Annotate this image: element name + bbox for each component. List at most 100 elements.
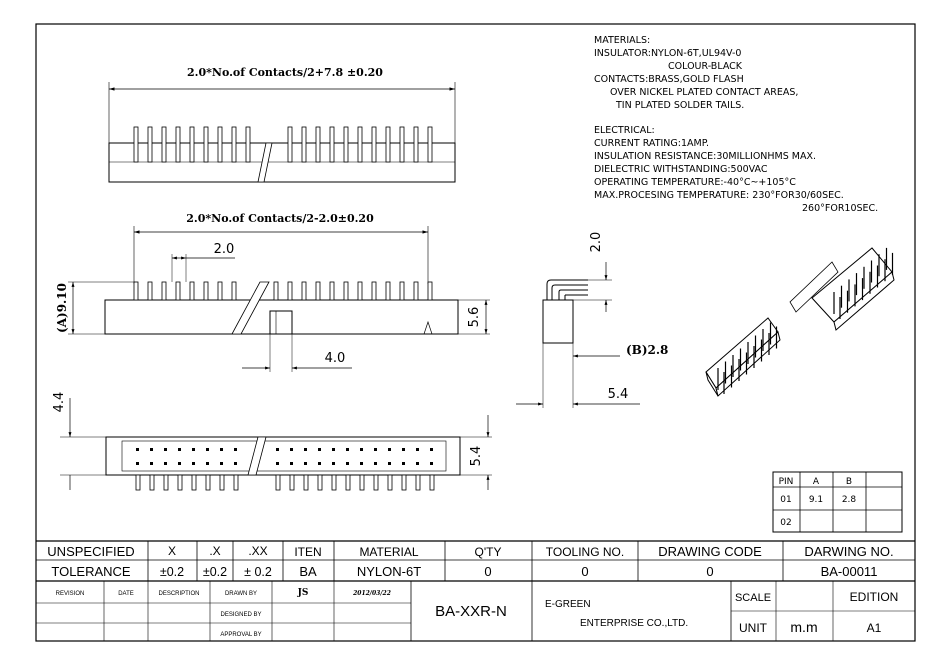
pin [427, 281, 433, 301]
electrical-line-1: CURRENT RATING:1AMP. [594, 138, 709, 149]
contact-dot [388, 448, 391, 451]
contact-dot [220, 448, 223, 451]
pin-table-header-pin: PIN [779, 477, 794, 487]
pin [189, 126, 195, 163]
pin [189, 281, 195, 301]
contact-dot [136, 462, 139, 465]
electrical-line-4: OPERATING TEMPERATURE:-40°C~+105°C [594, 177, 796, 188]
pin [289, 474, 295, 491]
contact-dot [164, 448, 167, 451]
company-name-1: E-GREEN [545, 599, 591, 610]
date-label: DATE [118, 591, 134, 597]
title-block-text: UNSPECIFIED TOLERANCE X .X .XX ±0.2 ±0.2… [47, 544, 898, 638]
pin [133, 281, 139, 301]
front-overall-dim: 2.0*No.of Contacts/2-2.0±0.20 [186, 212, 374, 225]
tooling-value: 0 [581, 564, 588, 579]
pin [385, 281, 391, 301]
dx-head: .X [209, 544, 220, 558]
side-view: 2.0 (B)2.8 5.4 [516, 232, 668, 408]
contact-dot [150, 448, 153, 451]
sheet-border [35, 23, 916, 642]
edition-label: EDITION [850, 590, 899, 604]
contact-dot [220, 462, 223, 465]
contact-dot [416, 462, 419, 465]
contact-dot [332, 462, 335, 465]
electrical-notes: ELECTRICAL: CURRENT RATING:1AMP. INSULAT… [594, 125, 878, 214]
pitch-dim: 2.0 [214, 242, 235, 257]
contact-dot [164, 462, 167, 465]
pin [301, 126, 307, 163]
pin [329, 126, 335, 163]
contact-dot [374, 462, 377, 465]
contact-dot [318, 462, 321, 465]
electrical-line-2: INSULATION RESISTANCE:30MILLIONHMS MAX. [594, 151, 816, 162]
tooling-head: TOOLING NO. [546, 545, 624, 559]
pin [175, 281, 181, 301]
pin [161, 281, 167, 301]
contact-dot [206, 462, 209, 465]
drawing-code-value: 0 [706, 564, 713, 579]
pin [399, 126, 405, 163]
pin-table-cell: 9.1 [809, 495, 823, 505]
contact-dot [206, 448, 209, 451]
top-view-pins [133, 126, 433, 163]
pin [345, 474, 351, 491]
contact-dot [290, 448, 293, 451]
material-value: NYLON-6T [357, 564, 421, 579]
electrical-line-6: 260°FOR10SEC. [802, 203, 878, 214]
dx-tolerance: ±0.2 [203, 565, 227, 579]
pin [161, 126, 167, 163]
description-label: DESCRIPTION [158, 591, 199, 597]
materials-line-4: OVER NICKEL PLATED CONTACT AREAS, [610, 87, 798, 98]
bottom-height-dim: 5.4 [469, 446, 484, 467]
pin [343, 126, 349, 163]
title-block [36, 540, 915, 641]
pin [149, 474, 155, 491]
contact-dot [388, 462, 391, 465]
materials-notes: MATERIALS: INSULATOR:NYLON-6T,UL94V-0 CO… [594, 35, 798, 111]
pin [371, 126, 377, 163]
pin-table: PIN A B 01 9.1 2.8 02 [772, 471, 903, 533]
pin [401, 474, 407, 491]
contact-dot [346, 448, 349, 451]
pin-table-cell: 01 [780, 495, 791, 505]
pin [231, 126, 237, 163]
materials-line-2: COLOUR-BLACK [668, 61, 743, 72]
contact-dot [416, 448, 419, 451]
drawn-date: 2012/03/22 [352, 590, 391, 597]
pin [217, 281, 223, 301]
pin [343, 281, 349, 301]
contact-dot [192, 448, 195, 451]
dxx-head: .XX [248, 544, 267, 558]
contact-dot [178, 462, 181, 465]
contact-dot [276, 448, 279, 451]
pin [147, 126, 153, 163]
bottom-view-pins [135, 474, 435, 491]
pin [205, 474, 211, 491]
pin [135, 474, 141, 491]
contact-dot [234, 462, 237, 465]
contact-dot [304, 462, 307, 465]
pin [203, 281, 209, 301]
pin [317, 474, 323, 491]
side-top-dim: 2.0 [589, 232, 604, 253]
pin [233, 474, 239, 491]
contact-dot [318, 448, 321, 451]
materials-title: MATERIALS: [594, 35, 650, 46]
electrical-line-5: MAX.PROCESING TEMPERATURE: 230°FOR30/60S… [594, 190, 844, 201]
pin [399, 281, 405, 301]
bottom-view-contacts [136, 448, 433, 465]
pin [357, 126, 363, 163]
x-head: X [168, 544, 176, 558]
electrical-line-3: DIELECTRIC WITHSTANDING:500VAC [594, 164, 768, 175]
unspecified-label: UNSPECIFIED [47, 544, 134, 559]
pin [315, 126, 321, 163]
contact-dot [402, 462, 405, 465]
pin [373, 474, 379, 491]
electrical-title: ELECTRICAL: [594, 125, 655, 136]
side-b-dim: (B)2.8 [626, 343, 668, 357]
approval-by-label: APPROVAL BY [220, 632, 261, 638]
iten-head: ITEN [294, 545, 321, 559]
pin [287, 126, 293, 163]
qty-head: Q'TY [475, 545, 502, 559]
